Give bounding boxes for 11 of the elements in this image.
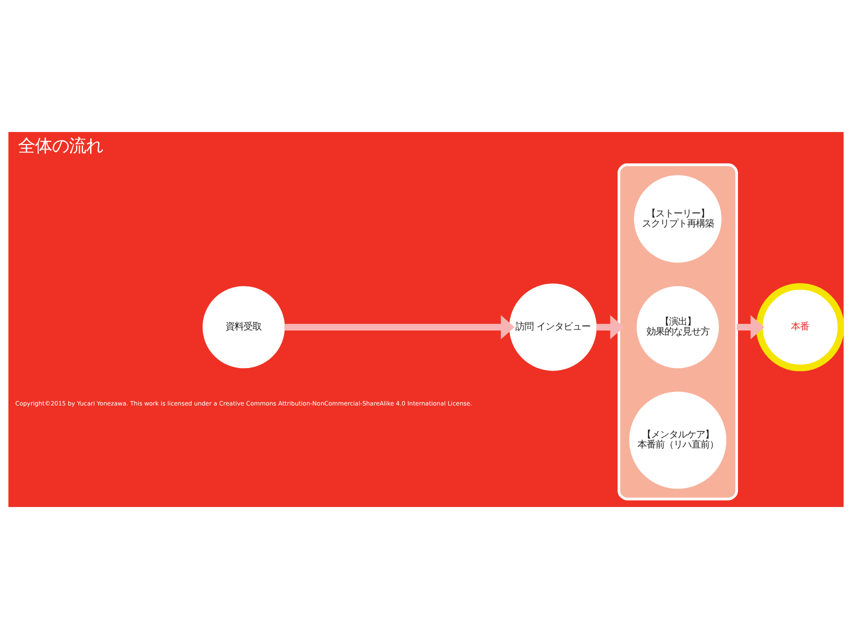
diagram-title: 全体の流れ xyxy=(18,136,104,156)
node-circle: 訪問 インタビュー xyxy=(509,284,597,371)
arrow xyxy=(596,315,624,340)
node-circle: 【演出】 効果的な見せ方 xyxy=(636,286,719,368)
node-circle: 本番 xyxy=(756,283,844,372)
node-circle: 【ストーリー】 スクリプト再構築 xyxy=(634,175,722,263)
arrow xyxy=(284,315,515,340)
cluster xyxy=(618,163,738,500)
arrow xyxy=(736,315,764,340)
node-circle: 資料受取 xyxy=(202,286,285,368)
node-circle: 【メンタルケア】 本番前（リハ直前） xyxy=(629,392,726,489)
